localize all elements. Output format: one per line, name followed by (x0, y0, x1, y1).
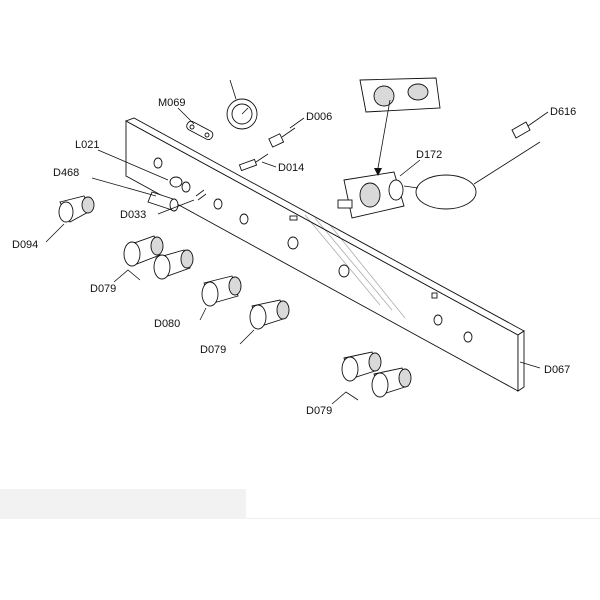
knob-d080 (201, 275, 242, 307)
footer-band (0, 489, 246, 519)
knob-d094 (58, 195, 95, 223)
label-d079-a: D079 (90, 283, 116, 295)
clip-d033 (195, 189, 207, 201)
timer-dial (226, 79, 258, 130)
label-d468: D468 (53, 167, 79, 179)
label-d067: D067 (544, 364, 570, 376)
assembly-arrow-head (374, 168, 382, 176)
label-m069: M069 (158, 97, 186, 109)
clip-d616 (511, 121, 531, 139)
lamp-l021 (169, 176, 183, 188)
spring-d468 (147, 191, 179, 212)
label-d006: D006 (306, 111, 332, 123)
knob-d079-c2 (371, 367, 412, 398)
valve-assembly (359, 77, 441, 113)
knob-d079-a1 (123, 235, 164, 267)
label-d616: D616 (550, 106, 576, 118)
label-d079-c: D079 (306, 405, 332, 417)
label-d014: D014 (278, 162, 304, 174)
label-d080: D080 (154, 318, 180, 330)
control-panel (124, 117, 525, 392)
igniter-d014 (238, 153, 269, 172)
label-d094: D094 (12, 239, 38, 251)
label-l021: L021 (75, 139, 99, 151)
assembly-arrow-shaft (377, 99, 391, 169)
bracket-m069 (186, 120, 214, 141)
knob-d079-a2 (153, 249, 194, 280)
label-d033: D033 (120, 209, 146, 221)
label-d172: D172 (416, 149, 442, 161)
footer-divider (246, 518, 600, 519)
knob-d079-b (249, 299, 290, 330)
valve-d172 (337, 171, 405, 219)
thermocouple-loop (403, 141, 541, 210)
label-d079-b: D079 (200, 344, 226, 356)
switch-d006 (268, 127, 296, 148)
knob-d079-c1 (341, 351, 382, 382)
